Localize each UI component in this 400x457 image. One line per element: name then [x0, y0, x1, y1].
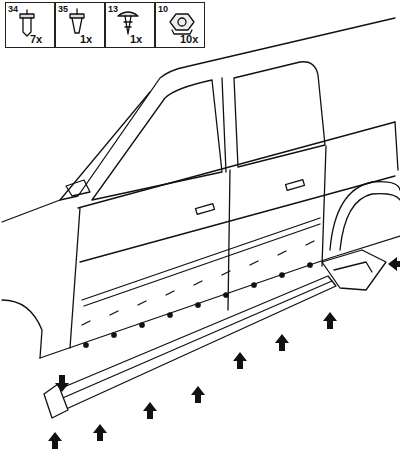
body-crease: [80, 176, 395, 262]
down-arrow: [55, 375, 69, 392]
clip-hole: [84, 343, 88, 347]
rear-window: [234, 62, 325, 167]
clip-slot: [222, 271, 230, 275]
clip-slot: [138, 301, 146, 305]
side-mirror: [66, 180, 90, 196]
up-arrow: [143, 402, 157, 419]
car-roof-line: [2, 18, 395, 222]
clip-hole: [196, 303, 200, 307]
left-arrow: [388, 257, 400, 271]
tree-clip-icon: [118, 12, 138, 34]
clip-hole: [168, 313, 172, 317]
rear-wheel: [340, 194, 400, 250]
door-moulding: [82, 218, 320, 306]
up-arrow: [93, 424, 107, 441]
fitting-arrows: [48, 257, 400, 449]
sill-trim-edge: [58, 281, 332, 400]
clip-hole: [140, 323, 144, 327]
push-rivet-icon: [20, 10, 34, 36]
sill-trim-rear-piece: [322, 250, 386, 290]
clip-slot: [110, 311, 118, 315]
quantity: 1x: [130, 33, 142, 45]
clip-slot: [166, 291, 174, 295]
clip-hole: [280, 273, 284, 277]
belt-line: [78, 122, 395, 208]
clip-slot: [250, 261, 258, 265]
quantity: 7x: [30, 33, 42, 45]
sill-line: [40, 236, 400, 358]
fastener-box: 13 1x: [105, 2, 155, 48]
clip-slot: [194, 281, 202, 285]
door-handle: [196, 204, 215, 215]
clip-slot: [82, 321, 90, 325]
clip-slot: [306, 241, 314, 245]
up-arrow: [233, 352, 247, 369]
part-number: 34: [8, 4, 18, 14]
fastener-box: 34 7x: [5, 2, 55, 48]
front-door-edge: [70, 208, 80, 348]
sill-trim-rear-detail: [334, 262, 372, 272]
quantity: 1x: [80, 33, 92, 45]
clip-hole: [252, 283, 256, 287]
part-number: 10: [158, 4, 168, 14]
part-number: 35: [58, 4, 68, 14]
windshield-base: [60, 92, 150, 200]
rear-door-edge: [322, 146, 326, 266]
fastener-box: 35 1x: [55, 2, 105, 48]
clip-slot: [278, 251, 286, 255]
rear-wheel-arch: [330, 182, 400, 250]
clip-hole: [308, 263, 312, 267]
up-arrow: [48, 432, 62, 449]
up-arrow: [191, 386, 205, 403]
up-arrow: [275, 334, 289, 351]
rear-bumper: [395, 122, 398, 170]
up-arrow: [323, 312, 337, 329]
nut-icon: [170, 14, 194, 34]
push-rivet-icon: [70, 9, 84, 33]
door-handle: [286, 180, 305, 191]
sill-trim: [52, 276, 336, 410]
quantity: 10x: [180, 33, 198, 45]
front-window: [92, 80, 222, 200]
b-pillar: [222, 78, 230, 310]
front-wheel-arch: [2, 300, 42, 358]
fastener-box: 10 10x: [155, 2, 205, 48]
clip-hole: [112, 333, 116, 337]
part-number: 13: [108, 4, 118, 14]
clip-hole: [224, 293, 228, 297]
sill-trim-front-end: [44, 384, 68, 418]
